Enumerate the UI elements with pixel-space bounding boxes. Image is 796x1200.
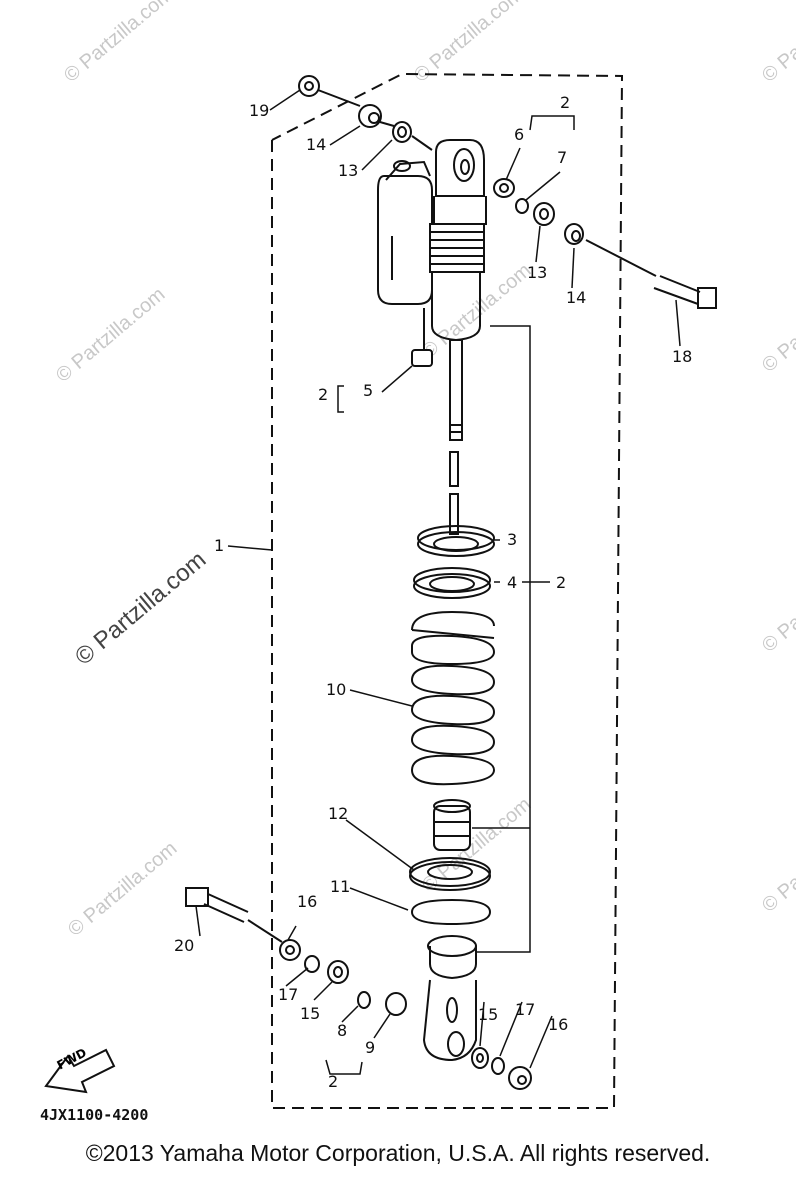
part-label-17b: 17 [515, 1000, 535, 1019]
assembly-boundary [271, 72, 624, 1109]
part-label-20: 20 [174, 936, 194, 955]
part-label-2d: 2 [328, 1072, 338, 1091]
part-label-15a: 15 [300, 1004, 320, 1023]
hardware-icons [185, 75, 717, 1090]
part-label-13b: 13 [527, 263, 547, 282]
part-label-2b: 2 [318, 385, 328, 404]
reservoir-icon [377, 160, 433, 367]
part-label-13a: 13 [338, 161, 358, 180]
part-label-12: 12 [328, 804, 348, 823]
part-label-5: 5 [363, 381, 373, 400]
diagram-code: 4JX1100-4200 [40, 1106, 149, 1124]
part-label-3: 3 [507, 530, 517, 549]
part-label-2a: 2 [560, 93, 570, 112]
part-label-18: 18 [672, 347, 692, 366]
shock-lower-icon [409, 799, 492, 1062]
part-label-14b: 14 [566, 288, 586, 307]
part-label-7: 7 [557, 148, 567, 167]
part-label-10: 10 [326, 680, 346, 699]
leader-lines [195, 89, 681, 1075]
part-label-4: 4 [507, 573, 517, 592]
fwd-arrow-icon [44, 1048, 116, 1094]
part-label-14a: 14 [306, 135, 326, 154]
part-label-11: 11 [330, 877, 350, 896]
shock-body-icon [429, 139, 487, 535]
part-label-1: 1 [214, 536, 224, 555]
part-label-16a: 16 [297, 892, 317, 911]
part-label-17a: 17 [278, 985, 298, 1004]
coil-spring-icon [410, 610, 496, 786]
part-label-8: 8 [337, 1021, 347, 1040]
part-label-6: 6 [514, 125, 524, 144]
copyright-text: ©2013 Yamaha Motor Corporation, U.S.A. A… [85, 1140, 711, 1166]
part-label-15b: 15 [478, 1005, 498, 1024]
part-label-19: 19 [249, 101, 269, 120]
part-label-9: 9 [365, 1038, 375, 1057]
spring-seat-icon [413, 525, 495, 599]
part-label-16b: 16 [548, 1015, 568, 1034]
part-label-2c: 2 [556, 573, 566, 592]
